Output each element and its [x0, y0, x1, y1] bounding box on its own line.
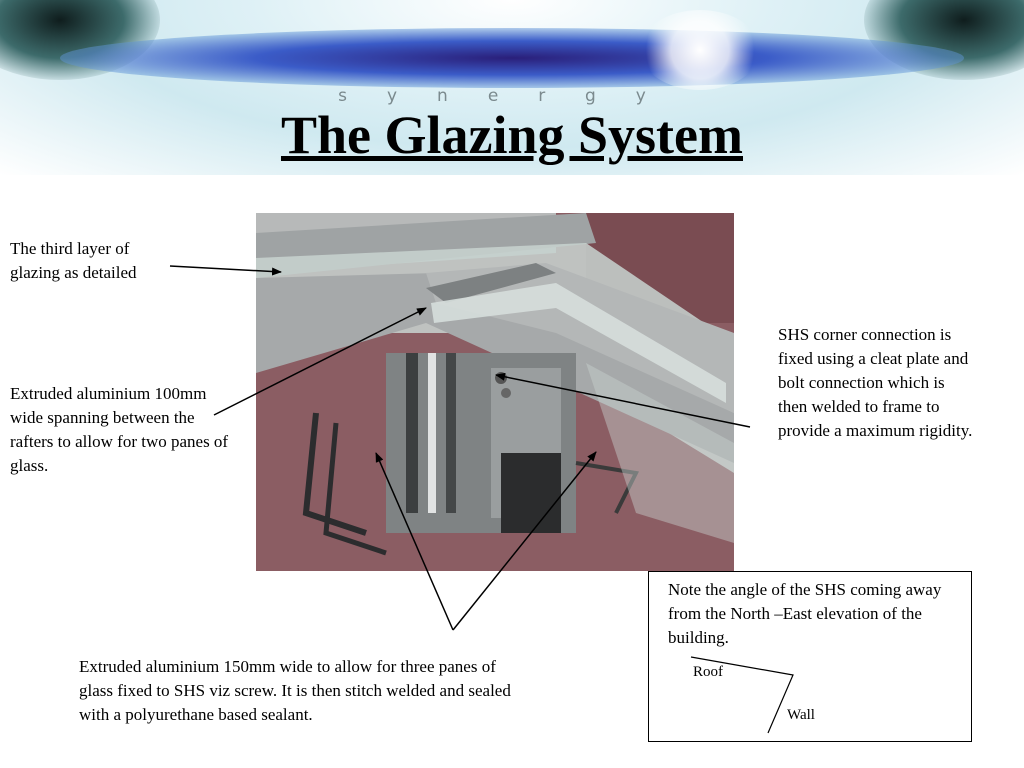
glazing-photo — [256, 213, 734, 571]
annotation-extruded-150mm: Extruded aluminium 150mm wide to allow f… — [79, 657, 511, 724]
glazing-photo-illustration — [256, 213, 734, 571]
arrow-extruded-100mm — [213, 307, 427, 416]
annotation-shs-corner: SHS corner connection is fixed using a c… — [778, 325, 973, 440]
annotation-extruded-100mm: Extruded aluminium 100mm wide spanning b… — [10, 384, 229, 475]
header-banner: synergy — [0, 0, 1024, 175]
wall-label: Wall — [787, 707, 815, 723]
logo-text: synergy — [338, 86, 686, 106]
arrow-extruded-150mm-right — [452, 451, 597, 631]
roof-wall-sketch — [690, 656, 794, 734]
arrow-shs-corner — [495, 372, 751, 428]
banner-logo-band — [60, 28, 964, 88]
roof-label: Roof — [693, 664, 723, 680]
slide-title: The Glazing System — [280, 105, 743, 165]
note-text: Note the angle of the SHS coming away fr… — [668, 580, 942, 647]
arrow-extruded-150mm-left — [375, 452, 454, 631]
arrow-third-layer — [169, 265, 282, 276]
note-box: Note the angle of the SHS coming away fr… — [648, 571, 972, 742]
annotation-third-layer: The third layer of glazing as detailed — [10, 239, 137, 282]
banner-glow — [640, 10, 760, 90]
